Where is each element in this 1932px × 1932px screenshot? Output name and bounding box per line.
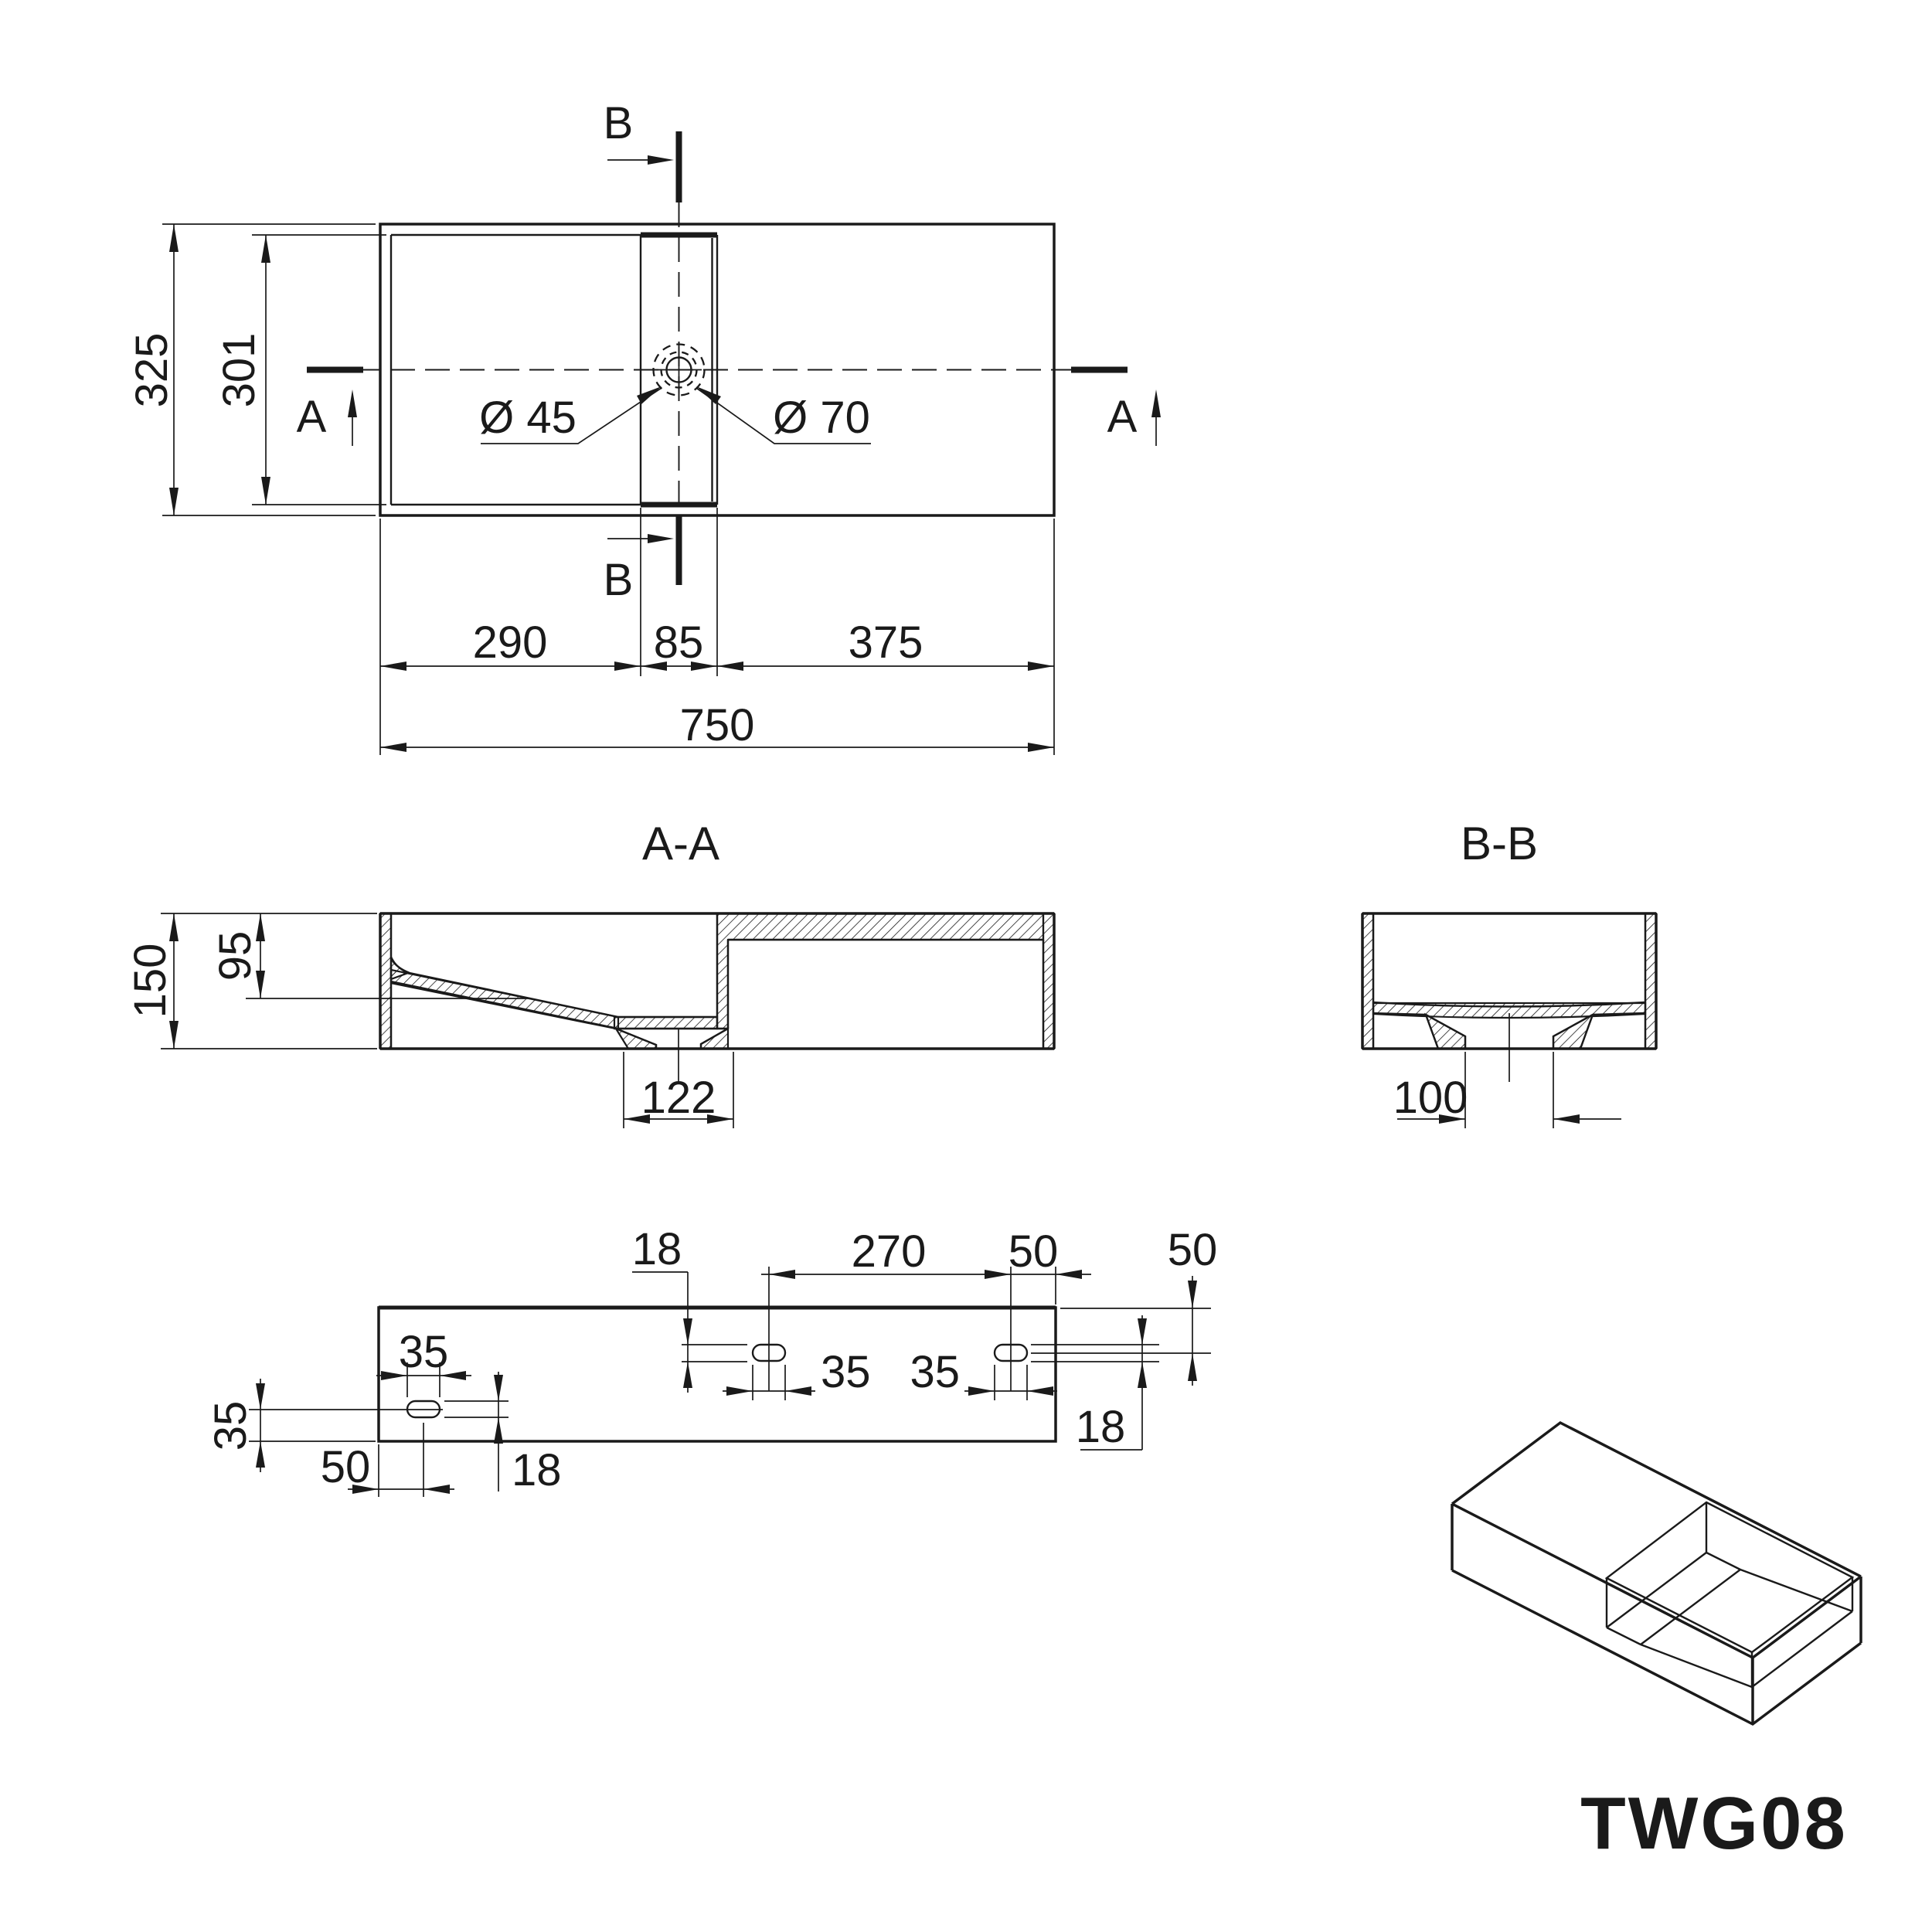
section-bb: B-B 100 (1361, 818, 1658, 1128)
section-line-b: B B (604, 98, 682, 605)
label-drain-70: Ø 70 (773, 393, 870, 443)
basin-floor-section (389, 968, 620, 1030)
rear-view: 270 50 50 18 18 35 (206, 1224, 1217, 1497)
dim-slot-width: 85 (654, 617, 704, 668)
dim-offset-right: 50 (1009, 1226, 1059, 1277)
dim-slot-height-middle: 18 (632, 1224, 682, 1274)
rear-middle-slot-width: 35 (723, 1347, 871, 1400)
dim-slot-width-middle: 35 (821, 1347, 871, 1397)
rear-left-offset: 50 (321, 1423, 454, 1497)
marker-a-right: A (1107, 392, 1138, 442)
section-aa: A-A 122 150 95 (125, 818, 1056, 1128)
dim-inner-depth: 301 (214, 333, 264, 408)
dim-offset-bottom: 35 (206, 1401, 256, 1451)
aa-height-dimensions: 150 95 (125, 913, 529, 1049)
rear-middle-slot-height: 18 (632, 1224, 747, 1393)
drain-symbol (652, 343, 706, 396)
dim-drain-width-bb: 100 (1393, 1073, 1468, 1123)
rear-bottom-offset: 35 (206, 1379, 443, 1472)
dim-offset-top: 50 (1168, 1225, 1218, 1275)
deck-section (716, 912, 1045, 1030)
dim-slot-height-right: 18 (1076, 1402, 1126, 1452)
rear-right-slot-height: 18 (1031, 1315, 1159, 1452)
dim-drain-width-aa: 122 (641, 1073, 716, 1123)
dim-slot-spacing: 270 (852, 1226, 927, 1277)
rear-left-slot-width: 35 (376, 1327, 471, 1397)
label-drain-45: Ø 45 (479, 393, 577, 443)
isometric-view (1451, 1420, 1862, 1726)
basin-cavity-iso (1605, 1502, 1854, 1689)
dim-slot-height-left: 18 (512, 1445, 562, 1495)
section-bb-title: B-B (1461, 818, 1538, 869)
aa-drain-dimension: 122 (623, 1052, 734, 1128)
dim-basin-depth: 95 (210, 931, 260, 981)
rear-left-slot-height: 18 (444, 1372, 562, 1495)
model-code: TWG08 (1580, 1782, 1848, 1865)
marker-b-bottom: B (604, 555, 634, 605)
left-wall-section (379, 912, 393, 1050)
dim-total-height: 150 (125, 944, 175, 1019)
rear-top-offset-dimension: 50 (1031, 1225, 1217, 1386)
dim-deck-width: 375 (849, 617, 923, 668)
dim-outer-depth: 325 (127, 333, 177, 408)
rear-top-dimensions: 270 50 (761, 1226, 1091, 1391)
slot-floor-section (1372, 1002, 1647, 1019)
plan-vertical-dimensions: 325 301 (127, 223, 386, 516)
drain-leaders (481, 386, 871, 444)
marker-a-left: A (297, 392, 327, 442)
rear-right-slot-width: 35 (910, 1347, 1057, 1400)
drain-boss-section (613, 1015, 719, 1030)
dim-basin-width: 290 (473, 617, 548, 668)
section-aa-title: A-A (642, 818, 719, 869)
dim-slot-width-right: 35 (910, 1347, 960, 1397)
marker-b-top: B (604, 98, 634, 148)
section-line-a: A A (297, 366, 1161, 446)
dim-offset-left: 50 (321, 1442, 371, 1492)
dim-slot-width-left: 35 (399, 1327, 449, 1377)
right-wall-section (1042, 912, 1056, 1050)
top-view: A A B B 290 85 375 750 (127, 98, 1161, 755)
dim-total-width: 750 (680, 700, 755, 750)
bb-drain-dimension: 100 (1393, 1052, 1621, 1128)
plan-dimensions: 290 85 375 750 (379, 508, 1055, 755)
